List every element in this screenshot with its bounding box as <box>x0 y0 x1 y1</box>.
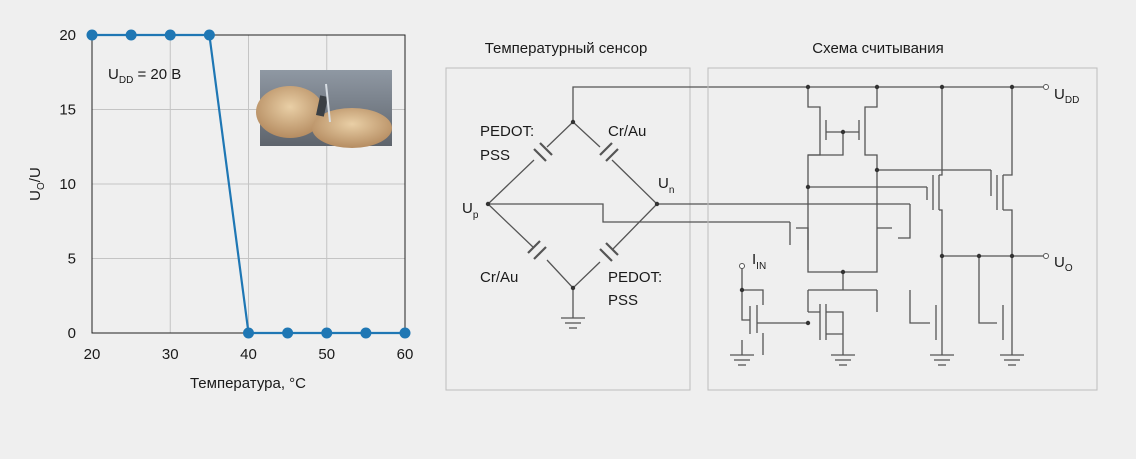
readout-panel: Схема считывания <box>707 40 1098 391</box>
y-tick-label: 15 <box>59 102 76 119</box>
temperature-chart: 20 30 40 50 60 0 5 10 15 20 Температура, °C UO/U <box>27 27 413 392</box>
data-point <box>125 29 137 41</box>
data-point <box>203 29 215 41</box>
data-point <box>164 29 176 41</box>
data-point <box>282 327 294 339</box>
x-tick-labels: 20 30 40 50 60 <box>84 346 414 363</box>
y-tick-label: 5 <box>68 251 76 268</box>
vdd-annotation: UDD = 20 В <box>108 66 181 86</box>
data-point <box>86 29 98 41</box>
uo-label: UO <box>1054 254 1073 274</box>
readout-nodes <box>739 84 1015 326</box>
sensor-ground-icon <box>561 317 585 329</box>
readout-terminals <box>739 84 1049 269</box>
crau-label-top: Cr/Au <box>608 123 646 140</box>
x-tick-label: 60 <box>397 346 414 363</box>
x-tick-label: 40 <box>240 346 257 363</box>
readout-ground-icon-2 <box>831 340 855 366</box>
series-layer <box>86 29 411 339</box>
x-tick-label: 30 <box>162 346 179 363</box>
udd-label: UDD <box>1054 86 1079 106</box>
readout-wires <box>741 86 1043 355</box>
iin-label: IIN <box>752 251 766 272</box>
node-un-label: Un <box>658 175 674 196</box>
crau-label-bottom: Cr/Au <box>480 269 518 286</box>
data-point <box>399 327 411 339</box>
readout-ground-icon-3 <box>930 354 954 366</box>
y-tick-label: 0 <box>68 325 76 342</box>
pedot-label-bottom-b: PSS <box>608 292 638 309</box>
bridge-nodes <box>485 119 660 291</box>
data-point <box>243 327 254 339</box>
pedot-label-top-b: PSS <box>480 147 510 164</box>
y-tick-labels: 0 5 10 15 20 <box>59 27 76 342</box>
sensor-photo <box>256 70 392 148</box>
sensor-box <box>445 67 691 391</box>
x-tick-label: 50 <box>318 346 335 363</box>
readout-ground-icon-4 <box>1000 354 1024 366</box>
node-up-label: Up <box>462 200 479 221</box>
pedot-label-top-a: PEDOT: <box>480 123 534 140</box>
y-axis-label: UO/U <box>27 167 47 201</box>
readout-ground-icon-1 <box>730 340 754 366</box>
data-point <box>321 327 333 339</box>
bridge-wires <box>487 86 910 318</box>
sensor-title: Температурный сенсор <box>485 40 648 57</box>
y-tick-label: 20 <box>59 27 76 44</box>
sensor-panel: Температурный сенсор PEDOT: PSS Cr/Au Cr… <box>445 40 910 391</box>
y-tick-label: 10 <box>59 176 76 193</box>
data-point <box>360 327 372 339</box>
pedot-label-bottom-a: PEDOT: <box>608 269 662 286</box>
readout-box <box>707 67 1098 391</box>
x-tick-label: 20 <box>84 346 101 363</box>
readout-title: Схема считывания <box>812 40 943 57</box>
bridge-capacitors <box>527 142 619 262</box>
x-axis-label: Температура, °C <box>190 375 306 392</box>
